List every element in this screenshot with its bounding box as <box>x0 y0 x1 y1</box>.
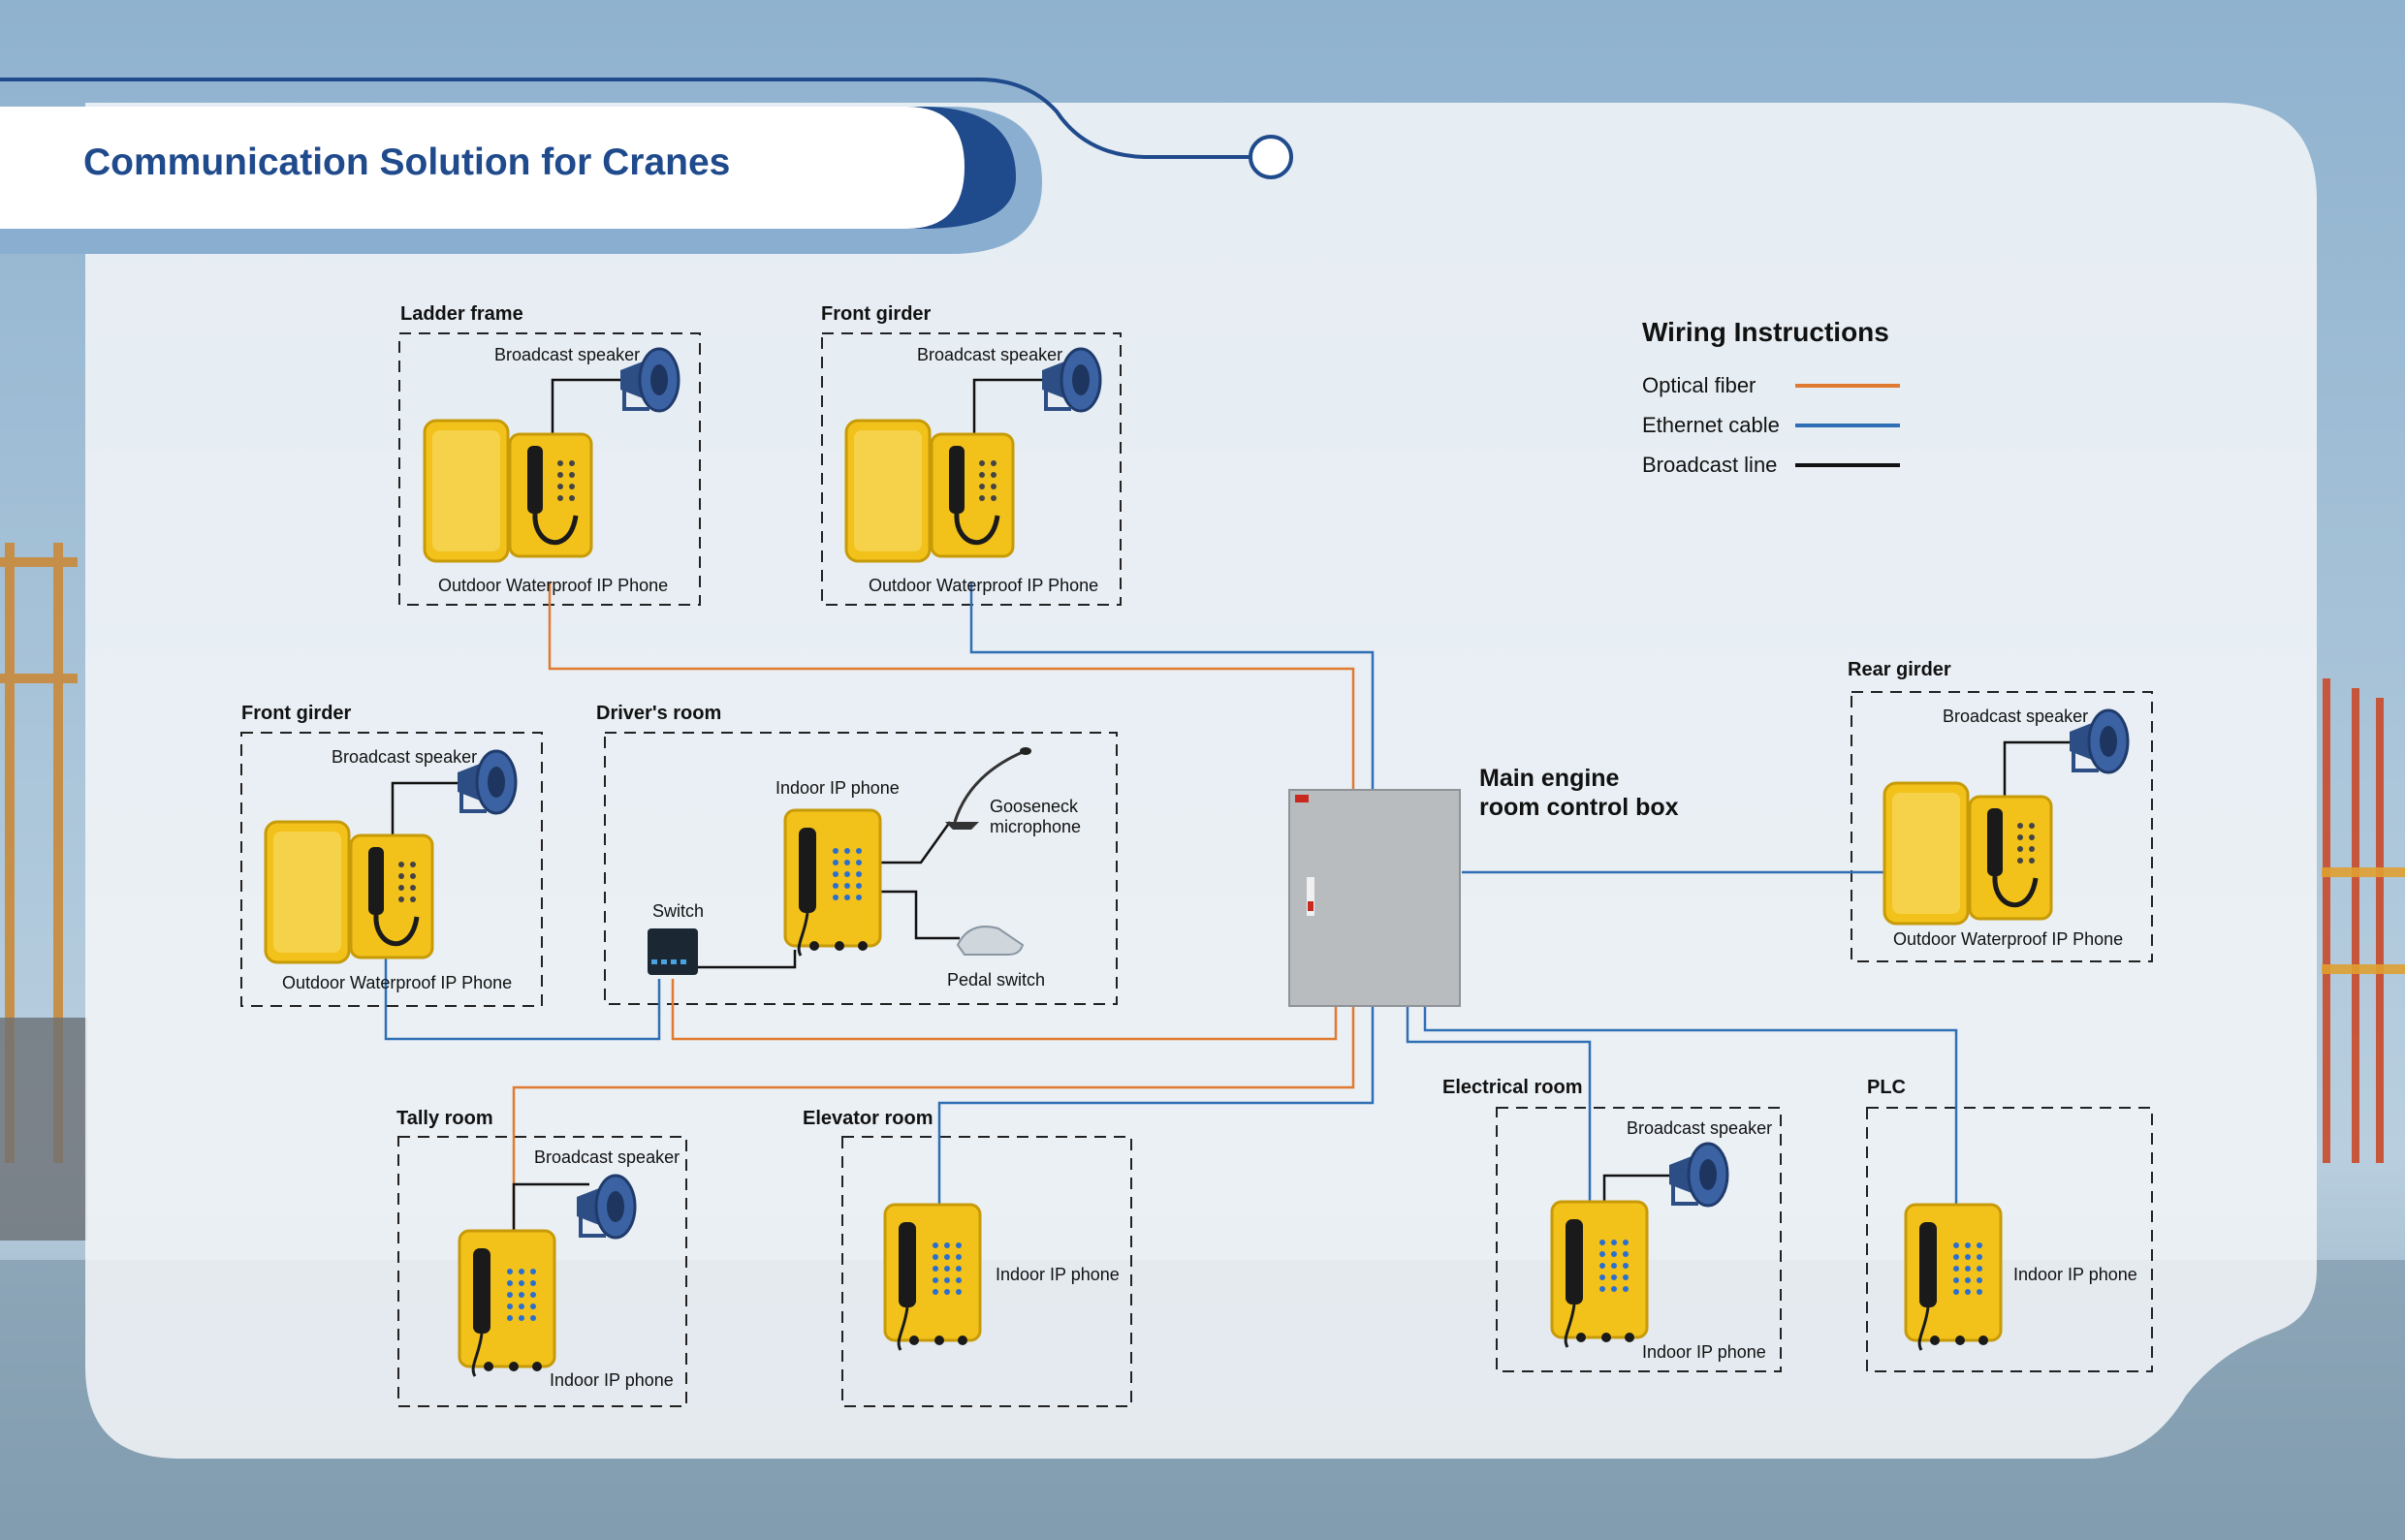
section-title-tally-room: Tally room <box>396 1108 493 1129</box>
section-title-electrical-room: Electrical room <box>1442 1077 1583 1098</box>
broadcast-electrical-room <box>1602 1174 1682 1211</box>
indoor-phone-drivers-room <box>783 808 882 958</box>
legend-label-ethernet-cable: Ethernet cable <box>1642 413 1780 437</box>
ethernet-electrical-room <box>1406 1006 1592 1207</box>
outdoor-phone-front-girder-left <box>266 822 432 962</box>
broadcast-rear-girder <box>2003 740 2082 797</box>
ethernet-front-girder-top <box>969 581 1375 790</box>
section-title-ladder-frame: Ladder frame <box>400 303 523 325</box>
fiber-drivers-room <box>671 979 1338 1041</box>
broadcast-front-girder-left <box>391 781 470 839</box>
title-connector-node <box>1249 135 1293 179</box>
box-front-girder-left <box>240 732 543 1007</box>
outdoor-phone-ladder-frame <box>425 421 591 561</box>
phone-label-drivers-room: Indoor IP phone <box>775 778 900 798</box>
pedal-label: Pedal switch <box>947 970 1046 990</box>
phone-label-front-girder-left: Outdoor Waterproof IP Phone <box>282 973 513 992</box>
ethernet-front-girder-left <box>384 930 661 1041</box>
box-elevator-room <box>841 1136 1132 1407</box>
speaker-label-rear-girder: Broadcast speaker <box>1943 707 2089 726</box>
main-control-box <box>1288 789 1461 1007</box>
indoor-phone-elevator-room <box>883 1203 982 1352</box>
switch-label: Switch <box>652 901 705 921</box>
title-connector-line <box>0 78 1252 159</box>
legend-title: Wiring Instructions <box>1642 317 1889 347</box>
phone-label-elevator-room: Indoor IP phone <box>996 1265 1120 1284</box>
box-rear-girder <box>1851 691 2153 962</box>
page-title: Communication Solution for Cranes <box>83 141 731 183</box>
outdoor-phone-rear-girder <box>1884 783 2051 924</box>
section-title-elevator-room: Elevator room <box>803 1108 934 1129</box>
phone-label-front-girder-top: Outdoor Waterproof IP Phone <box>869 576 1099 595</box>
content-panel <box>85 103 2317 1459</box>
outdoor-phone-front-girder-top <box>846 421 1013 561</box>
phone-label-plc: Indoor IP phone <box>2013 1265 2137 1284</box>
fiber-ladder-frame <box>548 581 1355 790</box>
link-mic <box>876 821 952 864</box>
box-drivers-room <box>604 732 1118 1005</box>
fiber-tally-room <box>512 1006 1355 1260</box>
speaker-label-electrical-room: Broadcast speaker <box>1627 1118 1773 1138</box>
broadcast-front-girder-top <box>972 378 1055 438</box>
box-tally-room <box>397 1136 687 1407</box>
legend-label-broadcast-line: Broadcast line <box>1642 453 1778 477</box>
gooseneck-microphone <box>945 747 1031 830</box>
indoor-phone-plc <box>1904 1203 2003 1352</box>
pedal-switch <box>956 926 1025 956</box>
broadcast-ladder-frame <box>551 378 632 438</box>
section-title-front-girder-top: Front girder <box>821 303 932 325</box>
link-pedal <box>876 890 960 940</box>
indoor-phone-electrical-room <box>1550 1200 1649 1349</box>
phone-label-electrical-room: Indoor IP phone <box>1642 1342 1766 1362</box>
section-title-plc: PLC <box>1867 1077 1906 1098</box>
section-title-rear-girder: Rear girder <box>1848 659 1951 680</box>
network-switch <box>648 928 698 975</box>
phone-label-rear-girder: Outdoor Waterproof IP Phone <box>1893 929 2124 949</box>
main-box-label-line1: Main engine <box>1479 765 1620 792</box>
main-box-label: Main engine room control box <box>1479 764 1679 822</box>
indoor-phone-tally-room <box>458 1229 556 1378</box>
phone-label-ladder-frame: Outdoor Waterproof IP Phone <box>438 576 669 595</box>
section-title-drivers-room: Driver's room <box>596 703 722 724</box>
mic-label-line2: microphone <box>990 817 1082 836</box>
phone-label-tally-room: Indoor IP phone <box>550 1370 674 1390</box>
box-plc <box>1866 1107 2153 1372</box>
ethernet-plc <box>1423 1006 1958 1207</box>
section-title-front-girder-left: Front girder <box>241 703 352 724</box>
link-switch-phone <box>690 950 797 969</box>
speaker-label-ladder-frame: Broadcast speaker <box>494 345 641 364</box>
box-electrical-room <box>1496 1107 1782 1372</box>
main-box-label-line2: room control box <box>1479 794 1679 821</box>
speaker-label-tally-room: Broadcast speaker <box>534 1147 680 1167</box>
ethernet-elevator-room <box>937 1006 1375 1211</box>
speaker-label-front-girder-left: Broadcast speaker <box>332 747 478 767</box>
title-banner <box>0 107 965 229</box>
legend-label-optical-fiber: Optical fiber <box>1642 373 1756 397</box>
mic-label-line1: Gooseneck <box>990 797 1079 816</box>
speaker-label-front-girder-top: Broadcast speaker <box>917 345 1063 364</box>
